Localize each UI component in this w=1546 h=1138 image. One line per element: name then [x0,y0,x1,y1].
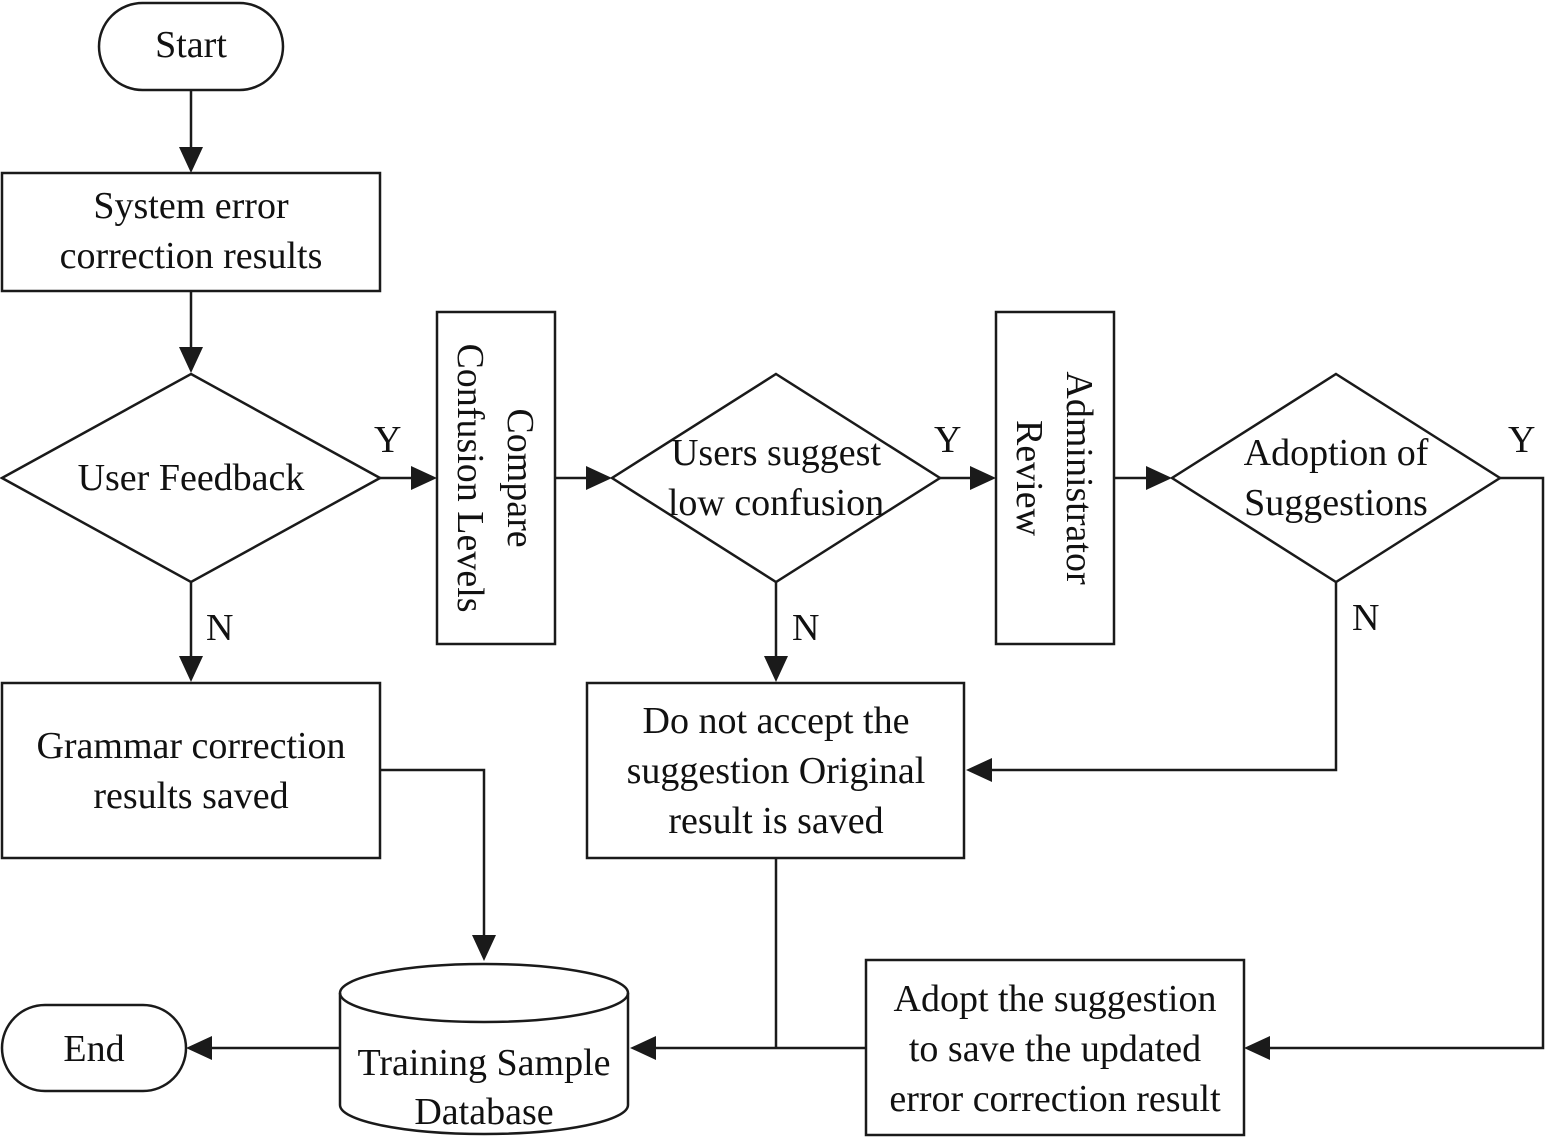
do-not-accept-box: Do not accept the suggestion Original re… [585,681,966,860]
system-results-line-1: System error [93,185,289,227]
compare-label-line-1: Compare [499,408,541,547]
do-not-accept-line-3: result is saved [668,800,883,842]
grammar-saved-box: Grammar correction results saved [0,681,382,860]
adopt-suggestion-line-1: Adopt the suggestion [894,978,1217,1020]
suggest-yes-label: Y [934,419,961,461]
training-db-line-1: Training Sample [358,1042,611,1084]
user-feedback-label: User Feedback [78,457,305,499]
start-node: Start [97,1,285,92]
adoption-yes-label: Y [1508,419,1535,461]
training-database-cylinder: Training Sample Database [338,962,630,1136]
do-not-accept-line-1: Do not accept the [643,700,910,742]
edge-grammar-to-db [381,768,486,938]
users-suggest-line-1: Users suggest [671,432,881,474]
admin-review-line-1: Administrator [1058,371,1100,585]
adopt-suggestion-line-3: error correction result [889,1078,1221,1120]
suggest-no-label: N [792,607,819,649]
arrow-right-icon [970,466,996,490]
do-not-accept-line-2: suggestion Original [627,750,926,792]
training-db-line-2: Database [414,1091,553,1133]
edge-adoption-yes [1267,476,1545,1050]
admin-review-box: Administrator Review [994,310,1116,646]
grammar-saved-line-2: results saved [93,775,288,817]
adopt-suggestion-box: Adopt the suggestion to save the updated… [864,958,1246,1137]
end-node: End [0,1003,188,1093]
arrowheads [179,147,1270,1060]
arrow-right-icon [411,466,437,490]
adoption-no-label: N [1352,597,1379,639]
arrow-left-icon [630,1036,656,1060]
arrow-right-icon [1146,466,1172,490]
edge-adoption-no [990,582,1338,772]
system-results-box: System error correction results [0,171,382,293]
user-feedback-decision: User Feedback [0,372,383,584]
arrow-right-icon [586,466,612,490]
arrow-down-icon [179,347,203,373]
arrow-down-icon [179,147,203,173]
arrow-down-icon [472,935,496,961]
users-suggest-decision: Users suggest low confusion [609,372,943,584]
arrow-left-icon [1244,1036,1270,1060]
grammar-saved-line-1: Grammar correction [36,725,345,767]
adoption-line-1: Adoption of [1244,432,1429,474]
connectors [189,90,1545,1050]
adoption-line-2: Suggestions [1244,482,1428,524]
arrow-down-icon [179,656,203,682]
edge-labels: Y Y Y N N N [206,419,1535,649]
compare-label-line-2: Confusion Levels [449,343,491,612]
arrow-left-icon [186,1036,212,1060]
start-label: Start [155,24,227,66]
admin-review-line-2: Review [1008,420,1050,537]
end-label: End [63,1028,124,1070]
feedback-yes-label: Y [374,419,401,461]
adopt-suggestion-line-2: to save the updated [909,1028,1201,1070]
feedback-no-label: N [206,607,233,649]
adoption-decision: Adoption of Suggestions [1169,372,1503,584]
arrow-down-icon [764,656,788,682]
users-suggest-line-2: low confusion [668,482,884,524]
arrow-left-icon [966,758,992,782]
compare-confusion-box: Compare Confusion Levels [435,310,557,646]
system-results-line-2: correction results [60,235,323,277]
